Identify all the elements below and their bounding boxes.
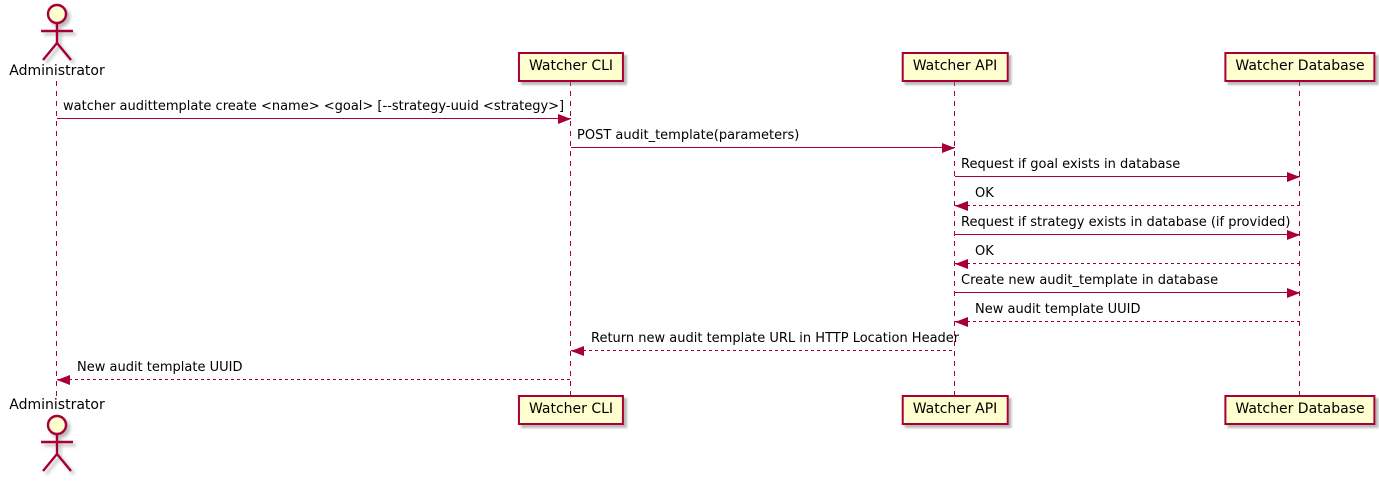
message-line-4 xyxy=(955,205,1300,206)
participant-api-bottom: Watcher API xyxy=(901,395,1009,425)
message-line-6 xyxy=(955,263,1300,264)
message-label-10: New audit template UUID xyxy=(77,360,243,375)
message-label-8: New audit template UUID xyxy=(975,302,1141,317)
participant-db-top: Watcher Database xyxy=(1224,52,1376,82)
lifeline-cli xyxy=(570,81,571,396)
arrowhead-7 xyxy=(1287,288,1300,298)
message-line-2 xyxy=(571,147,955,148)
actor-label-top: Administrator xyxy=(9,63,105,79)
participant-api-top: Watcher API xyxy=(901,52,1009,82)
participant-cli-top: Watcher CLI xyxy=(517,52,625,82)
message-label-1: watcher audittemplate create <name> <goa… xyxy=(63,99,565,114)
arrowhead-6 xyxy=(955,259,968,269)
message-line-9 xyxy=(571,350,955,351)
actor-icon-bottom xyxy=(41,414,73,472)
message-line-1 xyxy=(57,118,571,119)
arrowhead-4 xyxy=(955,201,968,211)
lifeline-api xyxy=(954,81,955,396)
participant-db-bottom: Watcher Database xyxy=(1224,395,1376,425)
arrowhead-9 xyxy=(571,346,584,356)
message-label-3: Request if goal exists in database xyxy=(961,157,1181,172)
message-label-6: OK xyxy=(975,244,994,259)
participant-cli-bottom: Watcher CLI xyxy=(517,395,625,425)
arrowhead-10 xyxy=(57,375,70,385)
message-line-8 xyxy=(955,321,1300,322)
message-label-4: OK xyxy=(975,186,994,201)
message-label-7: Create new audit_template in database xyxy=(961,273,1219,288)
arrowhead-3 xyxy=(1287,172,1300,182)
message-line-10 xyxy=(57,379,571,380)
message-line-3 xyxy=(955,176,1300,177)
message-label-2: POST audit_template(parameters) xyxy=(577,128,800,143)
message-label-9: Return new audit template URL in HTTP Lo… xyxy=(591,331,960,346)
message-label-5: Request if strategy exists in database (… xyxy=(961,215,1291,230)
actor-icon-top xyxy=(41,3,73,61)
message-line-5 xyxy=(955,234,1300,235)
arrowhead-1 xyxy=(558,114,571,124)
lifeline-administrator xyxy=(56,81,57,396)
arrowhead-8 xyxy=(955,317,968,327)
actor-label-bottom: Administrator xyxy=(9,397,105,413)
arrowhead-5 xyxy=(1287,230,1300,240)
message-line-7 xyxy=(955,292,1300,293)
arrowhead-2 xyxy=(942,143,955,153)
